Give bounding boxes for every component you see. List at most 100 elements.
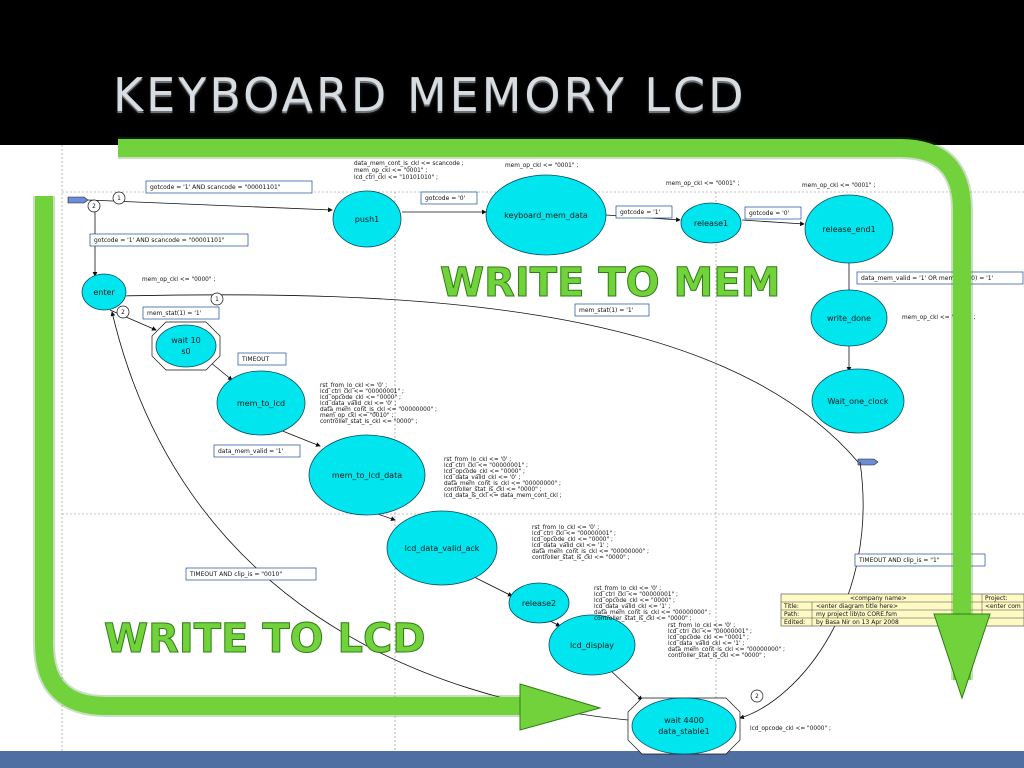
condition-text: TIMEOUT AND clip_is = "0010" (189, 571, 282, 578)
condition-labels: gotcode = '1' AND scancode = "00001101" … (89, 180, 1024, 581)
priority-label: 1 (117, 196, 121, 202)
condition-text: gotcode = '1' AND scancode = "00001101" (94, 237, 225, 244)
priority-markers: 1 2 1 2 2 (87, 191, 764, 703)
svg-text:lcd_data_valid_ack: lcd_data_valid_ack (405, 544, 480, 553)
action-text: lcd_ctrl_ckl <= "00000001" ; (668, 629, 752, 635)
condition-text: mem_stat(1) = '1' (579, 307, 634, 314)
bottom-band (0, 751, 1024, 768)
svg-text:release2: release2 (522, 599, 556, 608)
action-text: data_mem_cont_is_ckl <= "00000000" ; (444, 481, 561, 487)
svg-text:mem_to_lcd_data: mem_to_lcd_data (332, 471, 402, 480)
svg-text:Wait_one_clock: Wait_one_clock (827, 397, 888, 406)
action-text: lcd_opcode_ckl <= "0000" ; (320, 395, 401, 401)
svg-text:write_done: write_done (827, 314, 871, 323)
action-text: lcd_opcode_ckl <= "0000" ; (750, 726, 831, 732)
action-text: controller_stat_is_ckl <= "0000" ; (444, 487, 542, 493)
action-text: lcd_opcode_ckl <= "0001" ; (668, 635, 749, 641)
priority-label: 2 (92, 204, 96, 210)
edited-label: Edited: (784, 619, 805, 626)
condition-text: mem_stat(1) = '1' (147, 310, 202, 317)
action-text: rst_from_lo_ckl <= '0' ; (532, 525, 599, 531)
action-text: lcd_opcode_ckl <= "0000" ; (594, 598, 675, 604)
action-text: controller_stat_is_ckl <= "0000" ; (668, 653, 766, 659)
action-text: controller_stat_is_ckl <= "0000" ; (594, 616, 692, 622)
action-text: data_mem_cont_is_ckl <= scancode ; (354, 161, 464, 167)
action-text: mem_op_ckl <= "0000" ; (902, 315, 975, 321)
state-mem-to-lcd-data: mem_to_lcd_data (308, 434, 426, 516)
green-arrow-top (118, 137, 991, 700)
svg-text:release_end1: release_end1 (822, 225, 875, 234)
svg-text:mem_to_lcd: mem_to_lcd (237, 399, 285, 408)
title-bar (0, 0, 1024, 145)
action-text: lcd_ctrl_ckl <= "00000001" ; (532, 531, 616, 537)
condition-text: gotcode = '0' (749, 210, 790, 217)
action-text: data_mem_cont_is_ckl <= "00000000" ; (668, 647, 785, 653)
action-text: lcd_data_valid_ckl <= '1' ; (594, 604, 670, 610)
action-text: lcd_data_valid_ckl <= '1' ; (668, 641, 744, 647)
state-write-done: write_done (810, 289, 888, 347)
action-text: lcd_data_valid_ckl <= '0' ; (320, 401, 396, 407)
action-text: mem_op_ckl <= "0001" ; (354, 168, 427, 174)
priority-label: 2 (755, 694, 759, 700)
svg-text:lcd_display: lcd_display (570, 641, 614, 650)
state-release2: release2 (508, 582, 570, 624)
svg-text:push1: push1 (355, 215, 379, 224)
slide-title: KEYBOARD MEMORY LCD (113, 68, 747, 122)
action-text: controller_stat_is_ckl <= "0000" ; (320, 419, 418, 425)
action-text: lcd_ctrl_ckl <= "00000001" ; (594, 592, 678, 598)
action-text: lcd_data_is_ckl <= data_mem_cont_ckl ; (444, 493, 562, 499)
condition-text: TIMEOUT AND clip_is = "1" (858, 557, 940, 564)
svg-text:wait 4400: wait 4400 (664, 716, 704, 725)
svg-text:keyboard_mem_data: keyboard_mem_data (504, 211, 588, 220)
condition-text: gotcode = '0' (425, 195, 466, 202)
action-labels: data_mem_cont_is_ckl <= scancode ; mem_o… (142, 161, 975, 732)
action-text: lcd_ctrl_ckl <= "00000001" ; (320, 389, 404, 395)
action-text: lcd_opcode_ckl <= "0000" ; (532, 537, 613, 543)
action-text: rst_from_lo_ckl <= '0' ; (320, 383, 387, 389)
green-arrow-bottom (33, 196, 602, 731)
action-text: controller_stat_is_ckl <= "0000" ; (532, 555, 630, 561)
svg-text:data_stable1: data_stable1 (658, 727, 710, 736)
company-name: <company name> (850, 595, 907, 602)
svg-text:enter: enter (93, 288, 115, 297)
state-wait-one-clock: Wait_one_clock (811, 368, 905, 434)
state-wait4400: wait 4400 data_stable1 (627, 697, 741, 755)
write-to-mem-label: WRITE TO MEM (440, 260, 781, 306)
svg-text:s0: s0 (181, 347, 190, 356)
edited-value: by Basa Nir on 13 Apr 2008 (816, 619, 899, 626)
condition-text: gotcode = '1' (620, 209, 661, 216)
svg-text:release1: release1 (694, 219, 728, 228)
condition-text: TIMEOUT (241, 356, 270, 363)
action-text: rst_from_lo_ckl <= '0' ; (594, 586, 661, 592)
path-label: Path: (784, 611, 799, 618)
action-text: mem_op_ckl <= "0001" ; (505, 163, 578, 169)
priority-label: 2 (121, 310, 125, 316)
action-text: data_mem_cont_is_ckl <= "00000000" ; (594, 610, 711, 616)
state-wait10: wait 10 s0 (151, 321, 221, 371)
condition-text: data_mem_valid = '1' OR mem_stat(0) = '1… (861, 275, 994, 282)
path-value: my project lib\to CORE.fsm (816, 611, 897, 618)
action-text: mem_op_ckl <= "0010" ; (320, 413, 393, 419)
action-text: mem_op_ckl <= "0001" ; (802, 183, 875, 189)
priority-label: 1 (215, 297, 219, 303)
action-text: data_mem_cont_is_ckl <= "00000000" ; (320, 407, 437, 413)
write-to-lcd-label: WRITE TO LCD (104, 616, 426, 662)
action-text: lcd_ctrl_ckl <= "00000001" ; (444, 463, 528, 469)
state-release-end1: release_end1 (804, 194, 894, 264)
state-mem-to-lcd: mem_to_lcd (216, 370, 306, 436)
action-text: rst_from_lo_ckl <= '0' ; (668, 623, 735, 629)
company-comment: <enter com (985, 603, 1021, 610)
action-text: rst_from_lo_ckl <= '0' ; (444, 457, 511, 463)
action-text: lcd_data_valid_ckl <= '0' ; (444, 475, 520, 481)
action-text: lcd_data_valid_ckl <= '1' ; (532, 543, 608, 549)
action-text: mem_op_ckl <= "0000" ; (142, 277, 215, 283)
state-release1: release1 (680, 202, 742, 244)
svg-text:wait 10: wait 10 (171, 336, 201, 345)
state-push1: push1 (332, 190, 402, 248)
action-text: mem_op_ckl <= "0001" ; (666, 181, 739, 187)
action-text: data_mem_cont_is_ckl <= "00000000" ; (532, 549, 649, 555)
junction-marker (857, 458, 879, 466)
title-label: Title: (783, 603, 799, 610)
state-keyboard-mem-data: keyboard_mem_data (485, 174, 607, 256)
